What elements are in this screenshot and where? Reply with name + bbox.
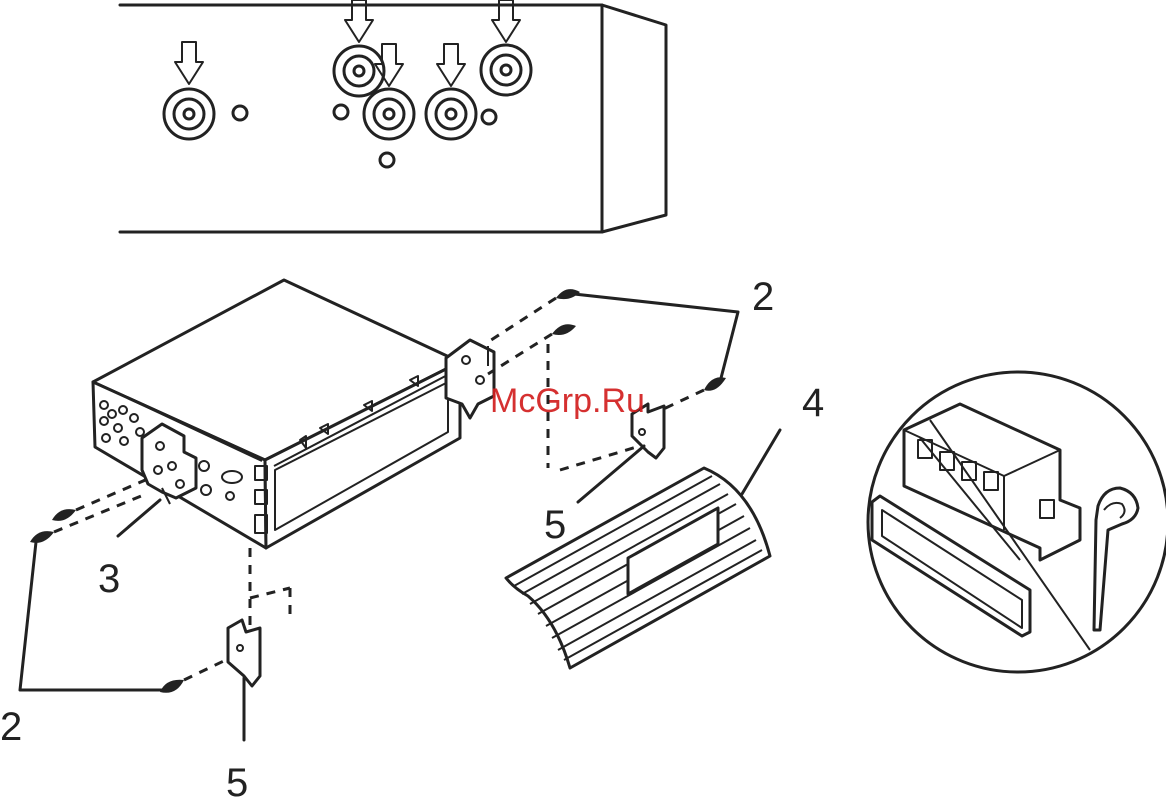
mounting-hole-4 (426, 89, 476, 139)
mounting-hole-3 (364, 89, 414, 139)
mounting-hole-5 (481, 45, 531, 95)
label-screw-bottom-left: 2 (0, 705, 22, 749)
screw-left-1 (52, 509, 76, 521)
arrow-down-icon (175, 42, 203, 84)
small-hole (233, 106, 247, 120)
label-screw-top-right: 2 (752, 275, 774, 319)
arrow-down-icon (375, 44, 403, 86)
label-bracket: 3 (98, 557, 120, 601)
head-unit-chassis (93, 280, 460, 548)
small-hole (482, 110, 496, 124)
trim-ring (506, 468, 770, 668)
label-clip-bottom: 5 (226, 761, 248, 797)
screw-right (704, 377, 726, 391)
detail-inset (868, 372, 1166, 672)
small-hole (380, 153, 394, 167)
retaining-clip-bottom (228, 620, 260, 686)
small-hole (334, 105, 348, 119)
mounting-hole-2 (334, 46, 384, 96)
watermark: McGrp.Ru (490, 382, 645, 420)
mounting-hole-1 (164, 89, 214, 139)
label-clip-right: 5 (544, 503, 566, 547)
screw-top-2 (552, 324, 576, 335)
arrow-down-icon (437, 44, 465, 86)
screw-left-2 (30, 531, 54, 543)
mounting-panel (120, 0, 666, 232)
label-trim-ring: 4 (802, 381, 824, 425)
